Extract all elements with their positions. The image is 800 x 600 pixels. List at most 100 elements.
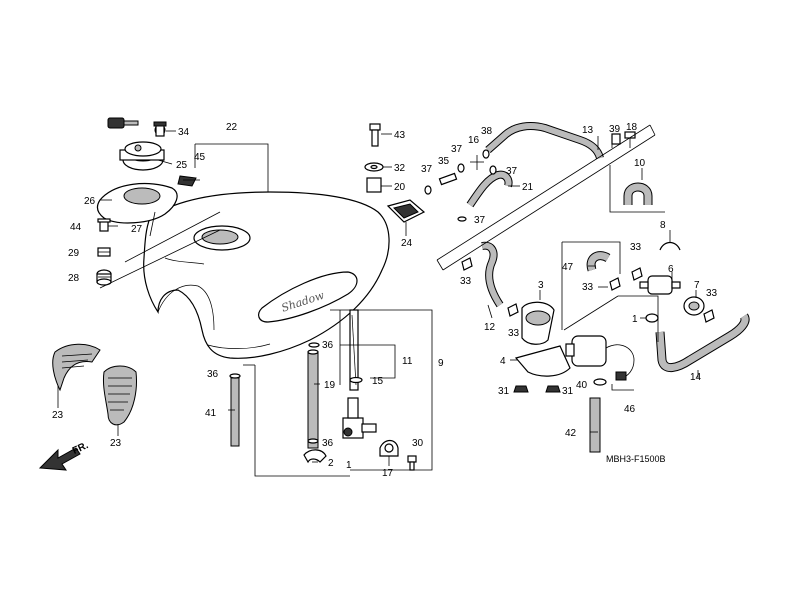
callout-15: 15: [372, 376, 384, 387]
ring-38: [482, 149, 490, 159]
callout-24: 24: [401, 238, 413, 249]
hose-42[interactable]: [589, 397, 601, 453]
fuel-tank[interactable]: Shadow: [143, 191, 390, 359]
bolt-30: [407, 455, 417, 471]
callout-44: 44: [70, 222, 82, 233]
front-direction-arrow-icon: [38, 447, 81, 471]
callout-17: 17: [382, 468, 394, 479]
callout-31: 31: [562, 386, 574, 397]
hose-19[interactable]: [307, 349, 319, 449]
tube-21[interactable]: [466, 170, 513, 208]
tube-13[interactable]: [485, 122, 604, 160]
clip-33a: [461, 257, 473, 271]
fitting-39: [611, 133, 621, 145]
hose-12[interactable]: [481, 241, 504, 308]
callout-16: 16: [468, 135, 480, 146]
callout-18: 18: [626, 122, 638, 133]
callout-33: 33: [460, 276, 472, 287]
callout-37: 37: [451, 144, 463, 155]
nut-31b: [545, 385, 561, 393]
callout-12: 12: [484, 322, 496, 333]
hose-47[interactable]: [586, 251, 611, 272]
callout-47: 47: [562, 262, 574, 273]
leader-lines: [57, 124, 699, 477]
callout-22: 22: [226, 122, 238, 133]
emblem-plate: [177, 175, 197, 187]
bracket-4[interactable]: [514, 345, 571, 377]
callout-3: 3: [538, 280, 544, 291]
fitting-16: [470, 155, 484, 170]
bolt-43: [369, 123, 381, 147]
callout-41: 41: [205, 408, 217, 419]
ring-37d: [457, 216, 467, 222]
callout-14: 14: [690, 372, 702, 383]
callout-43: 43: [394, 130, 406, 141]
fuel-filter[interactable]: [639, 275, 681, 295]
callout-46: 46: [624, 404, 636, 415]
callout-25: 25: [176, 160, 188, 171]
clip-36b: [307, 438, 319, 444]
tank-cap-base[interactable]: [96, 182, 178, 224]
ring-37c: [489, 165, 497, 175]
clip-33c: [631, 267, 643, 281]
callout-23: 23: [110, 438, 122, 449]
knee-pad-right[interactable]: [103, 365, 137, 426]
washer-32: [364, 162, 384, 172]
cushion-7: [683, 296, 705, 316]
callout-13: 13: [582, 125, 594, 136]
callout-20: 20: [394, 182, 406, 193]
callout-36: 36: [322, 340, 334, 351]
callout-42: 42: [565, 428, 577, 439]
bolt-34: [153, 121, 167, 137]
clip-2: [303, 449, 327, 464]
callout-33: 33: [630, 242, 642, 253]
direction-label: FR.: [71, 440, 90, 457]
callout-1: 1: [346, 460, 352, 471]
callout-7: 7: [694, 280, 700, 291]
ring-37a: [424, 185, 432, 195]
hose-41[interactable]: [229, 373, 241, 447]
callout-37: 37: [421, 164, 433, 175]
callout-35: 35: [438, 156, 450, 167]
callout-38: 38: [481, 126, 493, 137]
callout-36: 36: [322, 438, 334, 449]
callout-10: 10: [634, 158, 646, 169]
callout-4: 4: [500, 356, 506, 367]
callout-33: 33: [582, 282, 594, 293]
tube-10[interactable]: [623, 182, 653, 205]
callout-33: 33: [508, 328, 520, 339]
grommet-40: [593, 378, 607, 386]
mount-24[interactable]: [386, 199, 426, 223]
callout-32: 32: [394, 163, 406, 174]
fuel-pump[interactable]: [565, 335, 635, 381]
grommet-28: [96, 269, 112, 286]
callout-2: 2: [328, 458, 334, 469]
fuel-valve[interactable]: [342, 309, 377, 439]
oring-15: [349, 376, 363, 384]
callout-6: 6: [668, 264, 674, 275]
callout-27: 27: [131, 224, 143, 235]
callout-39: 39: [609, 124, 621, 135]
callout-31: 31: [498, 386, 510, 397]
clip-33e: [703, 309, 715, 323]
callout-11: 11: [402, 356, 413, 367]
hose-14[interactable]: [655, 313, 750, 372]
clip-33b: [507, 303, 519, 317]
fuel-pump-holder[interactable]: [521, 301, 555, 345]
clip-1-right: [645, 313, 659, 323]
pin-35: [438, 172, 458, 186]
callout-37: 37: [474, 215, 486, 226]
callout-40: 40: [576, 380, 588, 391]
callout-30: 30: [412, 438, 424, 449]
ring-37b: [457, 163, 465, 173]
clamp-17: [379, 439, 399, 457]
callout-28: 28: [68, 273, 80, 284]
callout-8: 8: [660, 220, 666, 231]
callout-26: 26: [84, 196, 96, 207]
callout-1: 1: [632, 314, 638, 325]
bolt-44: [97, 218, 111, 232]
knee-pad-left[interactable]: [52, 343, 101, 392]
callout-21: 21: [522, 182, 534, 193]
fuel-cap[interactable]: [119, 141, 165, 171]
callout-36: 36: [207, 369, 219, 380]
